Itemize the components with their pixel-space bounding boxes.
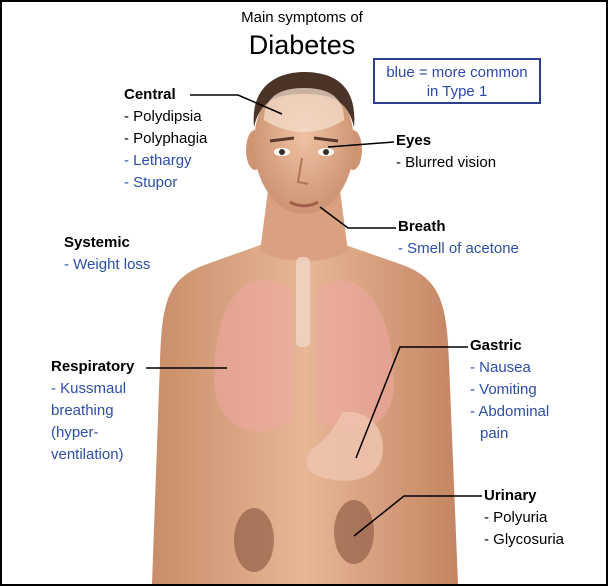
symptom-item: - Kussmaul <box>51 378 134 400</box>
trachea <box>296 257 310 347</box>
left-kidney <box>234 508 274 572</box>
diagram-subtitle: Main symptoms of <box>2 9 602 26</box>
symptom-item: - Abdominal <box>470 401 549 423</box>
symptom-item: - Polydipsia <box>124 106 207 128</box>
symptom-item: pain <box>470 423 549 445</box>
symptom-item: - Blurred vision <box>396 152 496 174</box>
right-kidney <box>334 500 374 564</box>
group-breath: Breath - Smell of acetone <box>398 216 519 260</box>
symptom-item: - Glycosuria <box>484 529 564 551</box>
group-central: Central - Polydipsia - Polyphagia - Leth… <box>124 84 207 194</box>
group-heading: Gastric <box>470 335 549 357</box>
group-heading: Respiratory <box>51 356 134 378</box>
symptom-item: breathing <box>51 400 134 422</box>
diagram-title: Diabetes <box>2 30 602 61</box>
legend-line-1: blue = more common <box>375 63 539 82</box>
symptom-item: - Lethargy <box>124 150 207 172</box>
group-gastric: Gastric - Nausea - Vomiting - Abdominal … <box>470 335 549 445</box>
symptom-item: - Weight loss <box>64 254 150 276</box>
symptom-item: ventilation) <box>51 444 134 466</box>
symptom-item: (hyper- <box>51 422 134 444</box>
symptom-item: - Smell of acetone <box>398 238 519 260</box>
symptom-item: - Polyuria <box>484 507 564 529</box>
group-heading: Systemic <box>64 232 150 254</box>
symptom-item: - Polyphagia <box>124 128 207 150</box>
group-heading: Breath <box>398 216 519 238</box>
group-eyes: Eyes - Blurred vision <box>396 130 496 174</box>
group-respiratory: Respiratory - Kussmaul breathing (hyper-… <box>51 356 134 466</box>
group-urinary: Urinary - Polyuria - Glycosuria <box>484 485 564 551</box>
symptom-item: - Nausea <box>470 357 549 379</box>
brain <box>264 88 344 132</box>
symptom-item: - Vomiting <box>470 379 549 401</box>
group-heading: Central <box>124 84 207 106</box>
group-heading: Urinary <box>484 485 564 507</box>
symptom-item: - Stupor <box>124 172 207 194</box>
group-heading: Eyes <box>396 130 496 152</box>
legend-box: blue = more common in Type 1 <box>373 58 541 104</box>
group-systemic: Systemic - Weight loss <box>64 232 150 276</box>
legend-line-2: in Type 1 <box>375 82 539 101</box>
